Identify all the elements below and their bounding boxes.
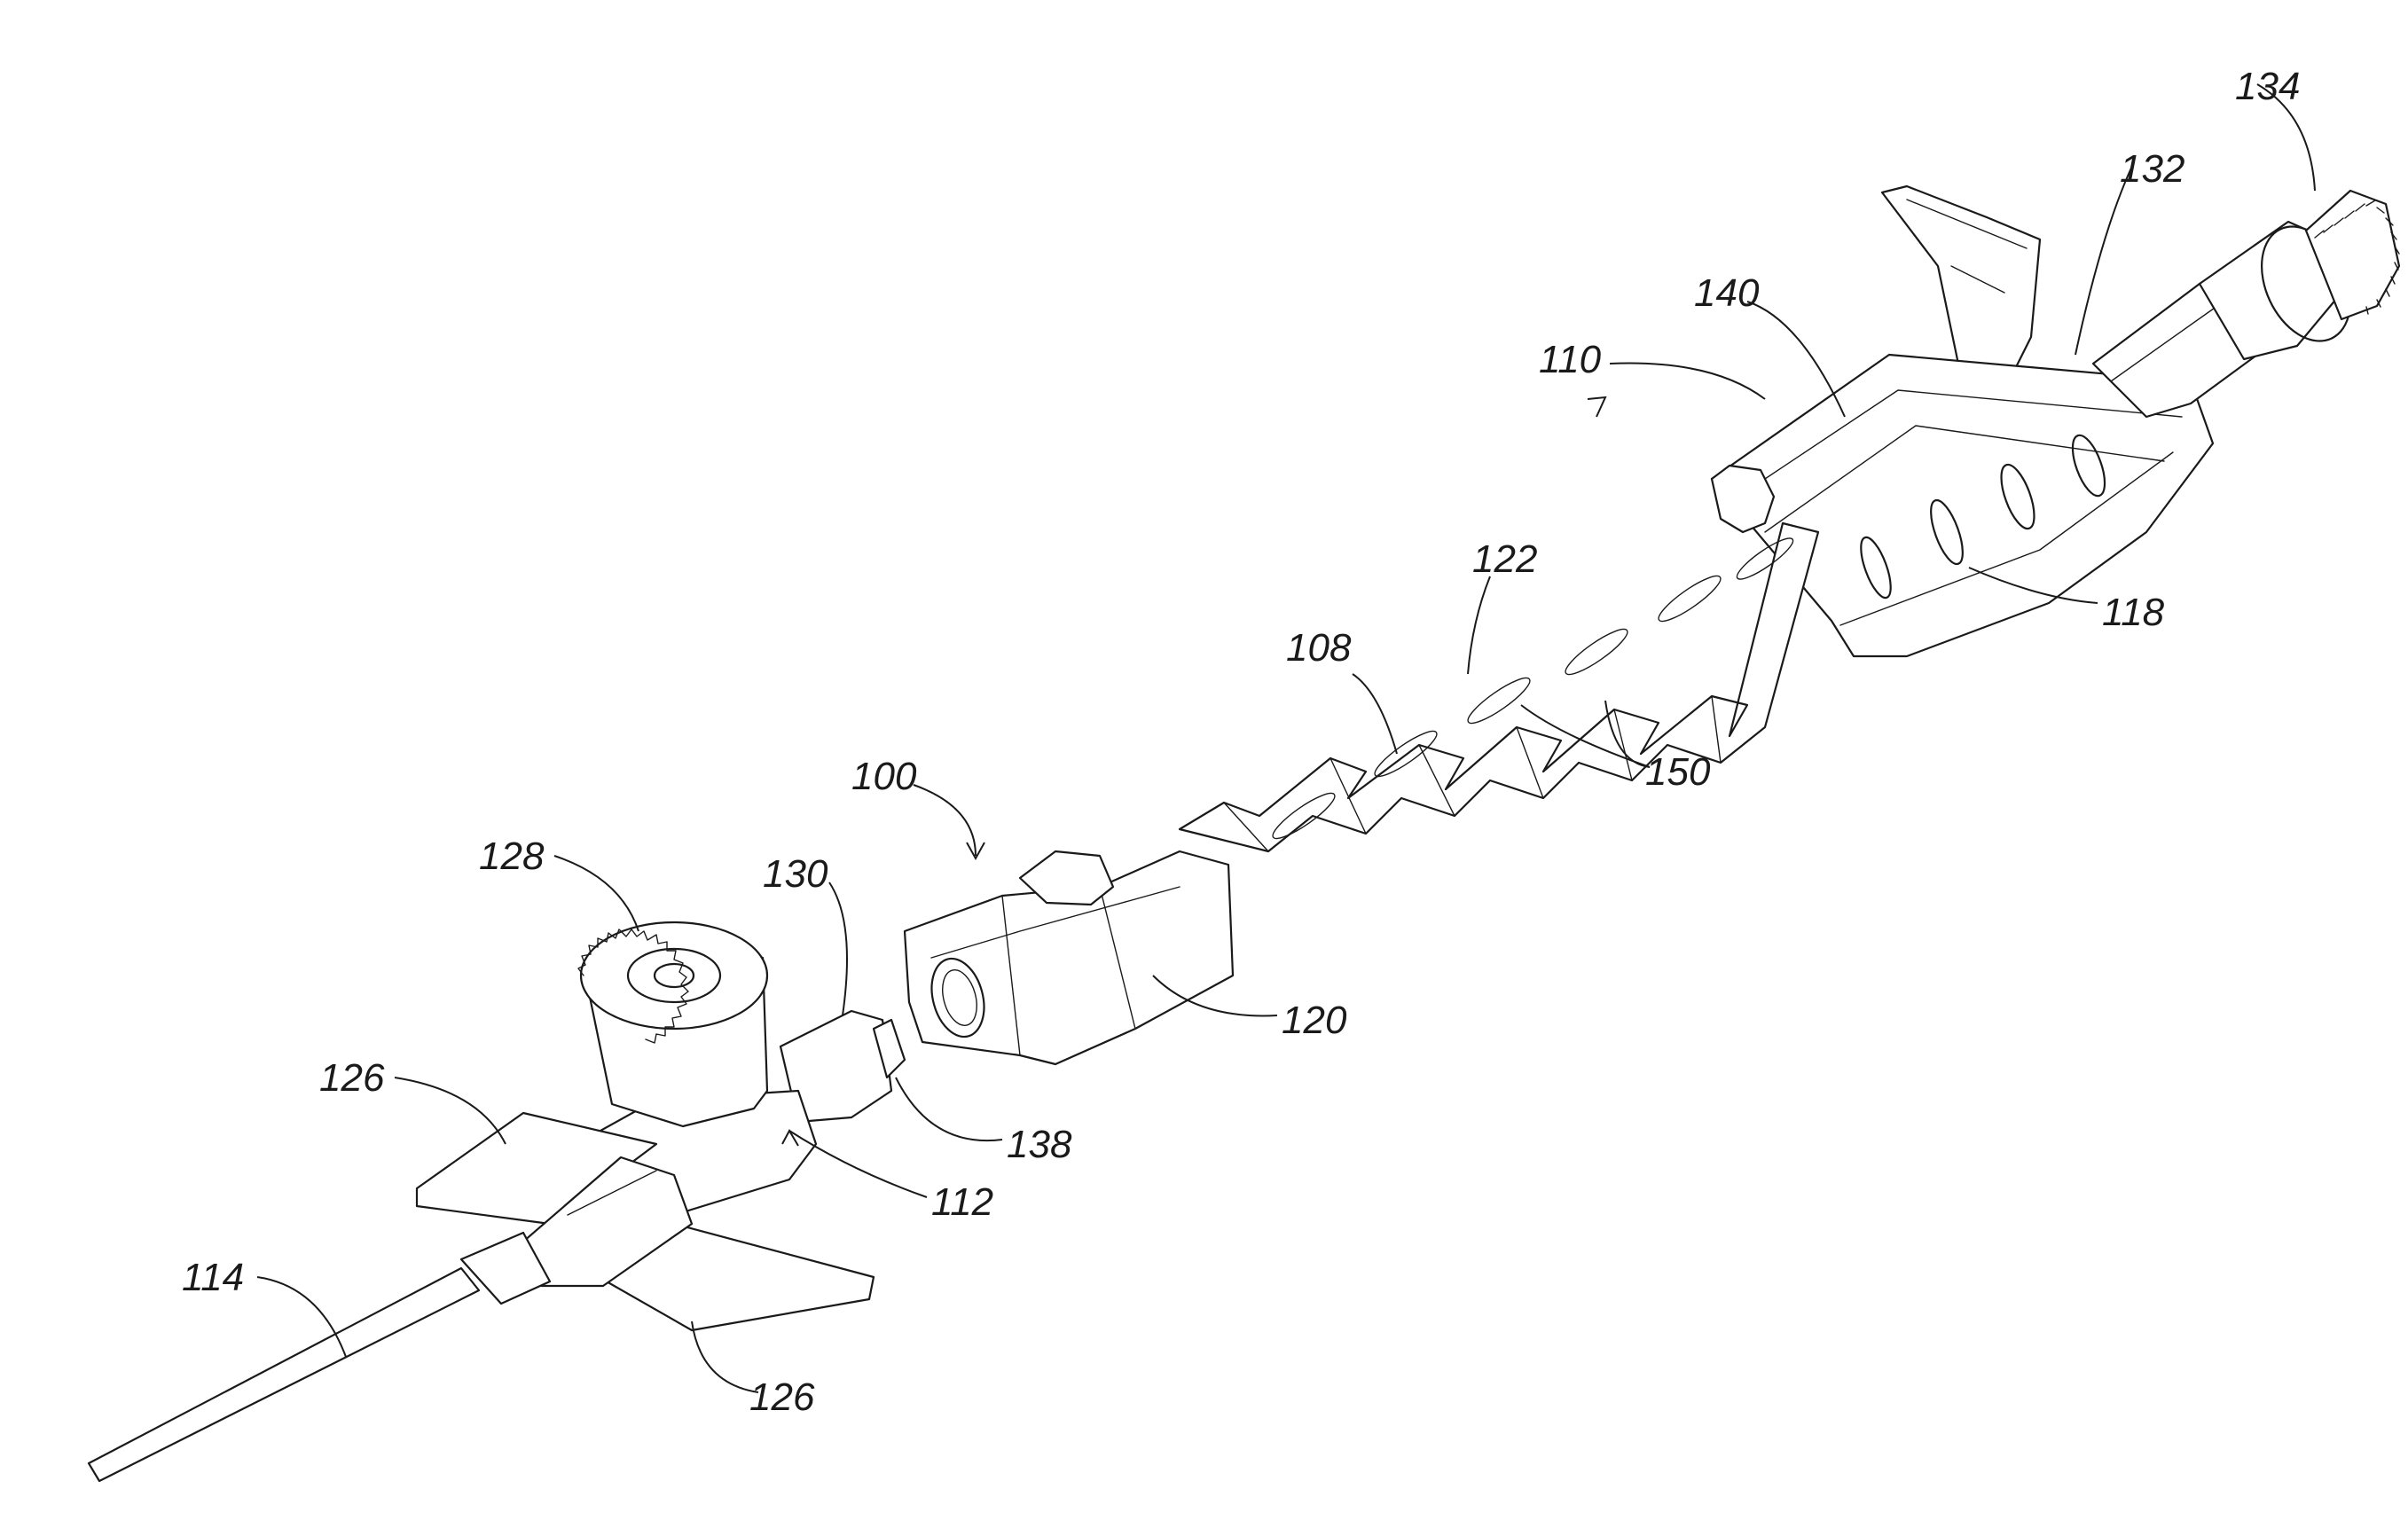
label-100: 100 bbox=[851, 755, 917, 798]
label-114: 114 bbox=[182, 1256, 244, 1299]
label-134: 134 bbox=[2235, 65, 2300, 108]
label-126-upper: 126 bbox=[319, 1056, 385, 1100]
housing-assembly bbox=[1712, 186, 2399, 656]
label-140: 140 bbox=[1694, 271, 1760, 315]
label-138: 138 bbox=[1007, 1123, 1072, 1166]
label-122: 122 bbox=[1472, 537, 1537, 581]
label-118: 118 bbox=[2102, 591, 2165, 634]
label-112: 112 bbox=[931, 1180, 993, 1224]
label-128: 128 bbox=[479, 835, 545, 878]
connector-120 bbox=[905, 851, 1233, 1064]
label-132: 132 bbox=[2120, 147, 2184, 191]
label-108: 108 bbox=[1286, 626, 1352, 670]
label-150: 150 bbox=[1645, 750, 1711, 794]
label-120: 120 bbox=[1282, 999, 1347, 1042]
label-130: 130 bbox=[763, 852, 828, 896]
label-126-lower: 126 bbox=[749, 1375, 815, 1419]
label-110: 110 bbox=[1539, 338, 1602, 381]
